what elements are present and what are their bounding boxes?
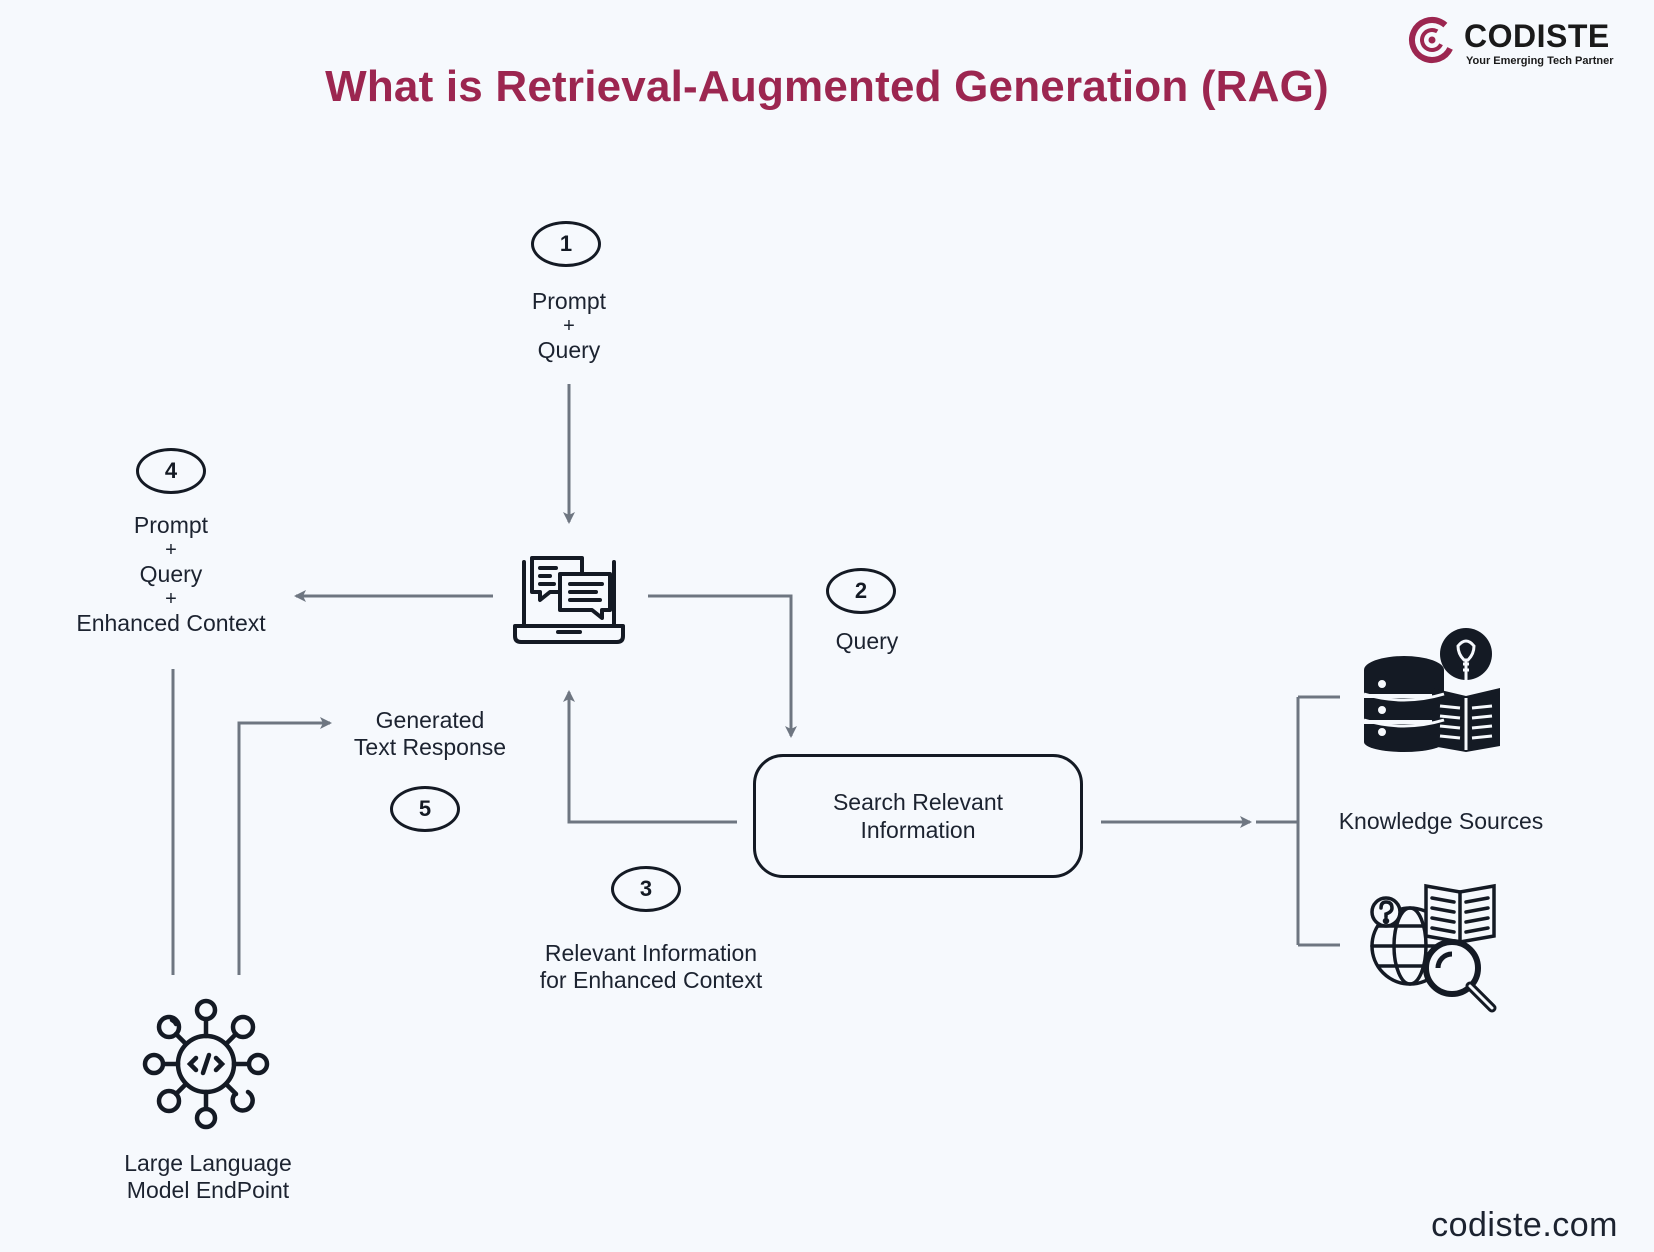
arrow-llm-to-response — [237, 717, 332, 975]
step-1-label: Prompt + Query — [469, 288, 669, 364]
search-relevant-information-box: Search Relevant Information — [753, 754, 1083, 878]
step-3-line-1: Relevant Information — [544, 940, 758, 966]
step-5-line-1: Generated — [375, 707, 485, 733]
step-3-badge: 3 — [611, 866, 681, 912]
laptop-chat-icon — [513, 556, 625, 644]
step-2-label: Query — [835, 628, 899, 654]
step-1-line-1: Prompt — [531, 288, 607, 314]
llm-line-1: Large Language — [124, 1150, 292, 1176]
step-4-label: Prompt + Query + Enhanced Context — [38, 512, 304, 637]
step-5-badge: 5 — [390, 786, 460, 832]
knowledge-sources-label: Knowledge Sources — [1338, 808, 1544, 834]
footer-website: codiste.com — [1431, 1206, 1618, 1244]
search-box-line-2: Information — [860, 817, 976, 843]
step-1-line-2: Query — [537, 337, 601, 363]
step-5-label: Generated Text Response — [330, 707, 530, 761]
llm-label: Large Language Model EndPoint — [98, 1150, 318, 1204]
step-4-plus-2: + — [165, 588, 177, 610]
llm-network-icon — [142, 998, 270, 1130]
step-1-plus: + — [563, 315, 575, 337]
step-4-line-2: Query — [139, 561, 203, 587]
step-3-line-2: for Enhanced Context — [539, 967, 763, 993]
step-4-line-3: Enhanced Context — [76, 610, 266, 636]
database-book-idea-icon — [1363, 628, 1500, 752]
step-4-plus-1: + — [165, 539, 177, 561]
brand-tagline: Your Emerging Tech Partner — [1466, 55, 1614, 67]
step-4-line-1: Prompt — [133, 512, 209, 538]
codiste-logo-icon — [1409, 17, 1455, 63]
step-1-badge: 1 — [531, 221, 601, 267]
bracket-knowledge-sources — [1256, 695, 1340, 947]
step-2-badge: 2 — [826, 568, 896, 614]
arrow-search-to-app — [563, 690, 737, 824]
globe-search-book-icon — [1370, 883, 1497, 1013]
brand-name: CODISTE — [1464, 18, 1610, 54]
search-box-line-1: Search Relevant — [832, 789, 1004, 815]
step-4-badge: 4 — [136, 448, 206, 494]
step-3-label: Relevant Information for Enhanced Contex… — [506, 940, 796, 994]
llm-line-2: Model EndPoint — [126, 1177, 290, 1203]
step-5-line-2: Text Response — [353, 734, 507, 760]
page-title: What is Retrieval-Augmented Generation (… — [325, 62, 1329, 111]
brand-logo: CODISTE Your Emerging Tech Partner — [1408, 14, 1628, 70]
arrow-app-to-search — [648, 594, 797, 738]
